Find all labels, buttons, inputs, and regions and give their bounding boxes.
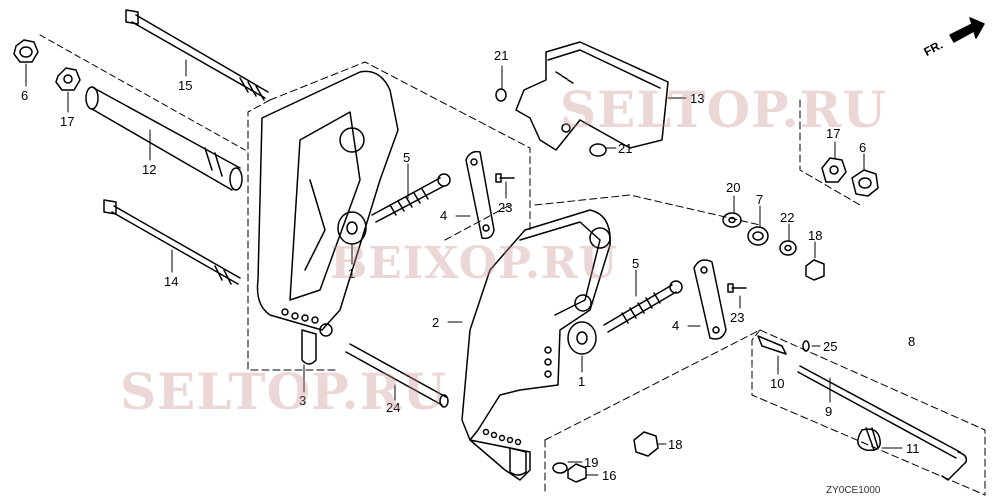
assembly-frame-right (534, 99, 986, 496)
spring-7 (747, 226, 769, 246)
callout-19: 19 (584, 455, 598, 470)
callout-11: 11 (906, 441, 920, 456)
nut-6-right (851, 169, 879, 197)
callout-4-right: 4 (672, 318, 679, 333)
tube-12 (85, 86, 243, 191)
washer-19 (552, 462, 568, 474)
nut-18-bottom (633, 431, 659, 457)
washer-21-top (495, 88, 507, 102)
direction-arrow-icon (949, 17, 985, 43)
callout-23-right: 23 (730, 310, 744, 325)
callout-21-top: 21 (494, 48, 508, 63)
callout-10: 10 (770, 376, 784, 391)
callout-22: 22 (780, 210, 794, 225)
callout-4-left: 4 (440, 208, 447, 223)
callout-24: 24 (386, 400, 400, 415)
callout-8: 8 (908, 334, 915, 349)
callout-3: 3 (299, 393, 306, 408)
callout-23-left: 23 (498, 200, 512, 215)
diagram-code: ZY0CE1000 (826, 485, 881, 496)
callout-13: 13 (690, 91, 704, 106)
callout-25: 25 (823, 339, 837, 354)
clip-25 (802, 340, 810, 352)
pin-24 (345, 343, 449, 408)
screw-23-right (727, 283, 747, 293)
callout-5-left: 5 (403, 150, 410, 165)
bolt-5-left (371, 173, 451, 223)
grip-10 (757, 335, 787, 355)
nut-16 (567, 463, 587, 483)
bracket-2 (461, 209, 611, 481)
nut-17-right (821, 157, 847, 183)
callout-20: 20 (726, 180, 740, 195)
spring-11 (857, 427, 881, 452)
direction-label: FR. (921, 38, 945, 59)
washer-1-right (567, 321, 597, 355)
washer-20 (722, 212, 742, 228)
callout-2: 2 (432, 315, 439, 330)
washer-21-bottom (589, 143, 607, 157)
screw-23-left (495, 173, 515, 183)
callout-7: 7 (756, 192, 763, 207)
callout-17-left: 17 (60, 114, 74, 129)
link-4-right (693, 259, 727, 340)
callout-21-bottom: 21 (618, 141, 632, 156)
bolt-14 (103, 199, 241, 285)
rod-9 (797, 365, 968, 481)
callout-6-right: 6 (859, 140, 866, 155)
washer-1-left (337, 211, 367, 245)
link-4-left (465, 150, 495, 240)
nut-17-left (55, 67, 81, 91)
callout-17-right: 17 (826, 126, 840, 141)
callout-5-right: 5 (632, 256, 639, 271)
nut-6-left (13, 39, 39, 63)
washer-22 (779, 240, 797, 256)
callout-6-left: 6 (21, 88, 28, 103)
bolt-15 (125, 9, 269, 101)
callout-9: 9 (825, 404, 832, 419)
callout-18-bottom: 18 (668, 437, 682, 452)
cover-13 (515, 41, 669, 151)
callout-15: 15 (178, 78, 192, 93)
callout-14: 14 (164, 274, 178, 289)
callout-1-left: 1 (348, 266, 355, 281)
callout-16: 16 (602, 468, 616, 483)
assembly-frame-left (247, 61, 531, 371)
nut-18-right (805, 259, 825, 281)
leader-lines (25, 59, 903, 476)
bolt-5-right (603, 280, 683, 333)
callout-1-right: 1 (578, 374, 585, 389)
callout-18-right: 18 (808, 228, 822, 243)
bracket-3 (256, 70, 399, 365)
callout-12: 12 (142, 162, 156, 177)
